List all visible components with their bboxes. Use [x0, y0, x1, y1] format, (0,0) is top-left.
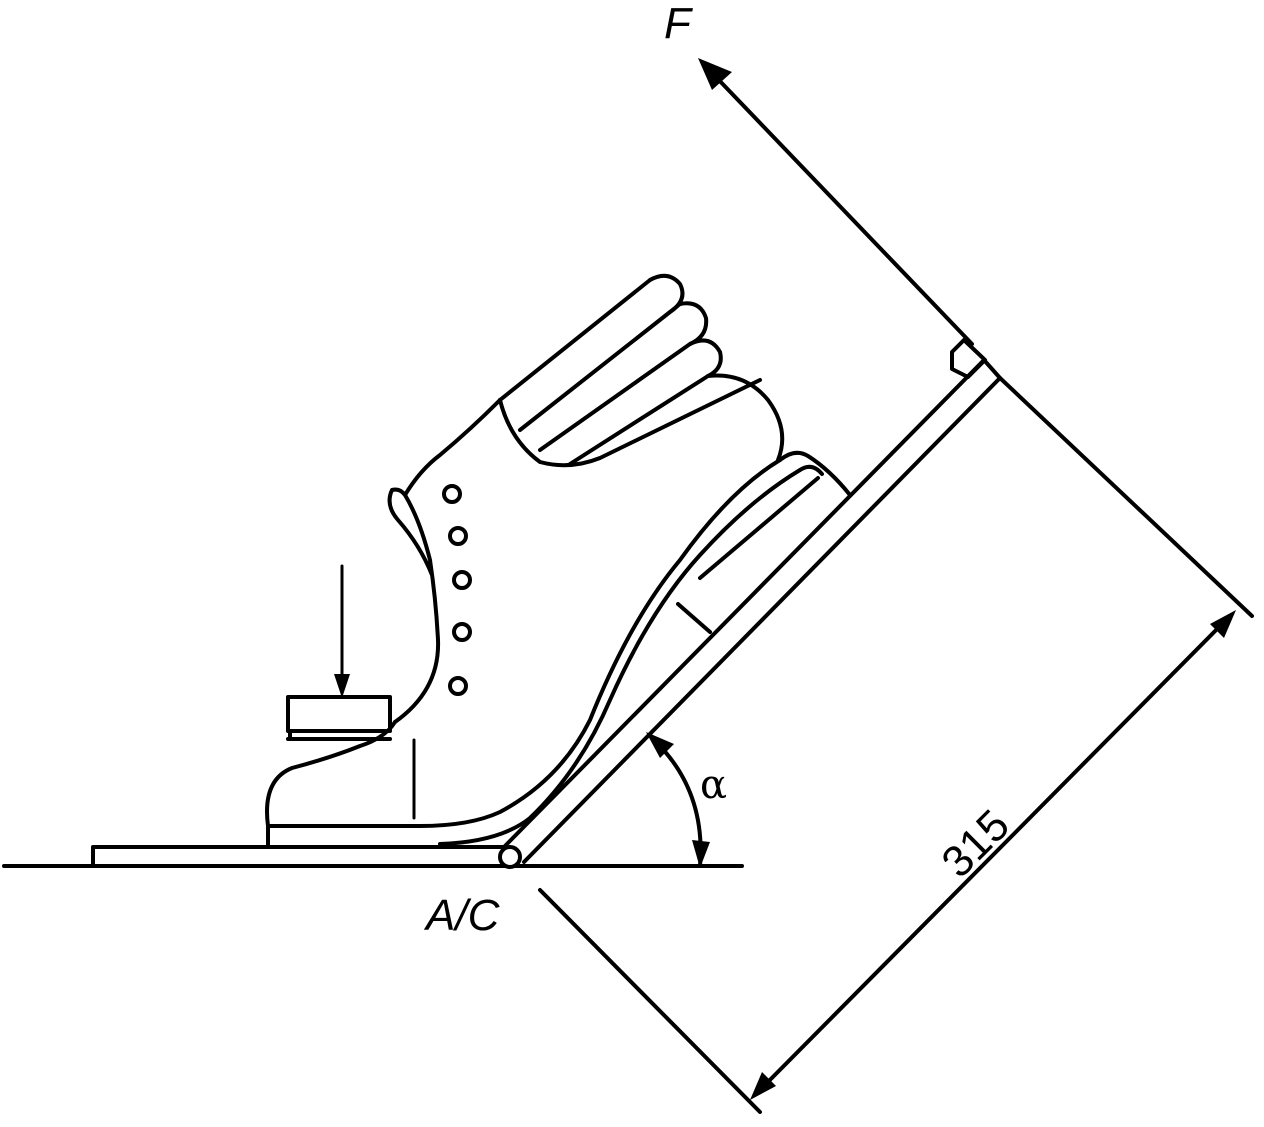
angle-label: α [700, 762, 727, 808]
boot-sole [265, 720, 422, 847]
pivot-circle [498, 845, 522, 869]
pivot-label: A/C [423, 891, 501, 940]
heel-plate [91, 845, 507, 868]
angle-arc [646, 732, 710, 868]
dimension-label: 315 [932, 801, 1019, 888]
lace-holes [442, 484, 472, 696]
dimension-extension-bottom [538, 888, 762, 1114]
hand-fingers [498, 273, 785, 468]
force-arrow [698, 58, 974, 346]
load-weight [286, 564, 392, 741]
dimension-extension-top [998, 376, 1254, 618]
pedal-end-square [950, 338, 987, 379]
dimension-line [750, 610, 1236, 1100]
force-label: F [664, 0, 693, 48]
pedal-arm [503, 358, 1002, 864]
boot-outline [387, 278, 852, 846]
